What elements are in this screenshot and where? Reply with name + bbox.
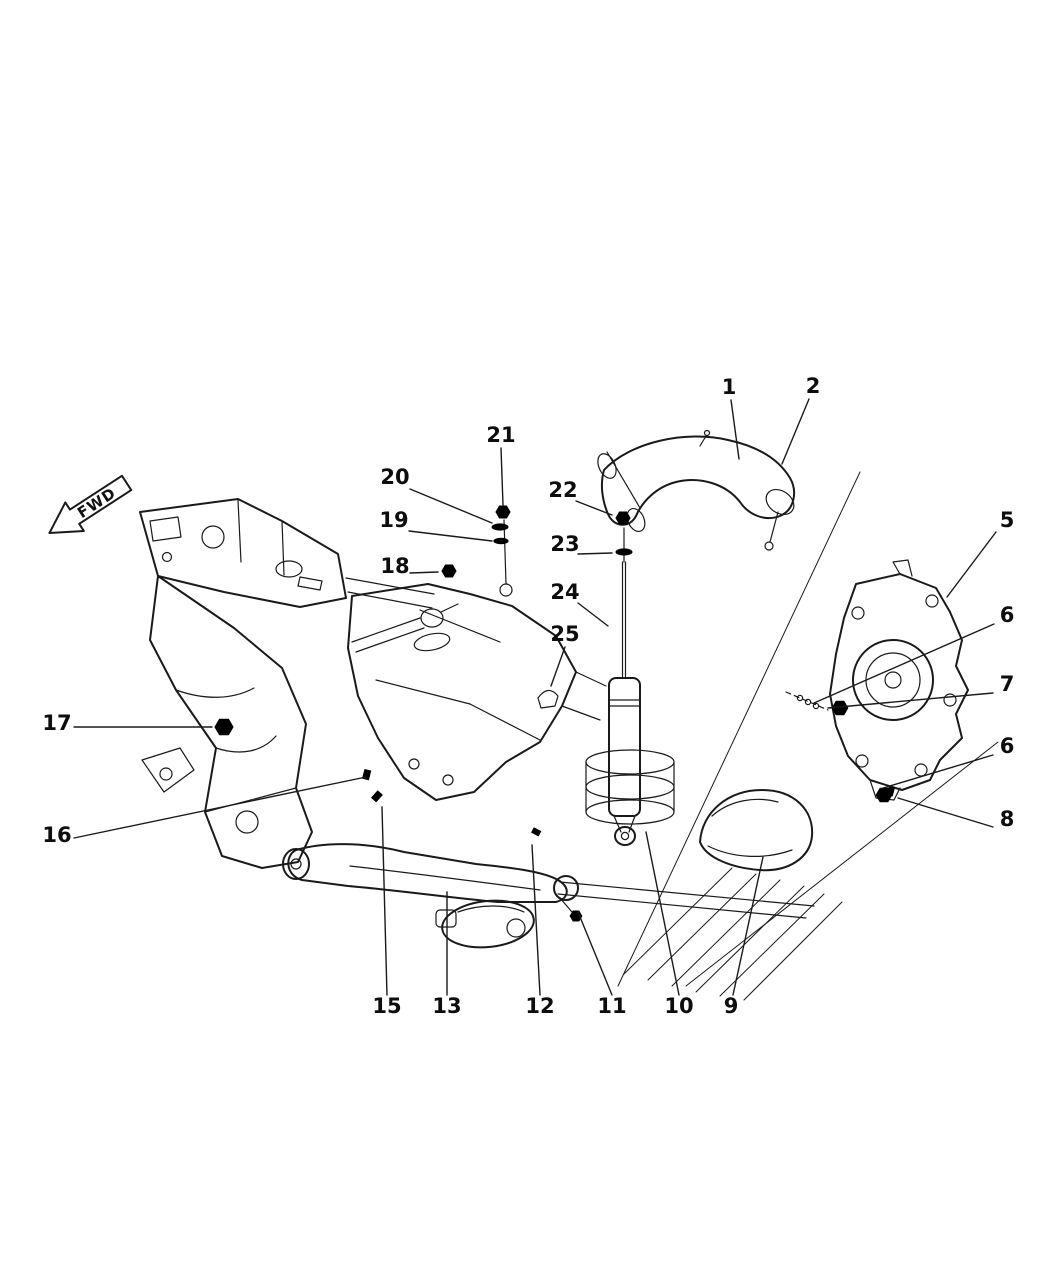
- upper-control-arm: [597, 429, 796, 551]
- callout-10: 10: [664, 994, 693, 1018]
- shock-lower-eye: [614, 826, 636, 846]
- steering-gear: [435, 899, 535, 949]
- callout-16: 16: [42, 823, 71, 847]
- coil-spring: [585, 749, 675, 825]
- nut-item-21: [495, 505, 511, 519]
- leader-line-10: [645, 831, 680, 996]
- leader-line-23: [577, 552, 613, 555]
- callout-2: 2: [806, 374, 821, 398]
- leader-line-20: [409, 488, 493, 524]
- washer-item-20: [491, 523, 509, 531]
- callout-11: 11: [597, 994, 626, 1018]
- callout-13: 13: [432, 994, 461, 1018]
- shock-absorber: [608, 527, 641, 846]
- steering-knuckle: [785, 559, 969, 801]
- callout-21: 21: [486, 423, 515, 447]
- bolt-item-12: [520, 827, 542, 857]
- leader-line-9: [732, 856, 764, 996]
- washer-item-23: [615, 548, 633, 556]
- leader-line-18: [409, 571, 439, 574]
- callout-20: 20: [380, 465, 409, 489]
- callout-22: 22: [548, 478, 577, 502]
- nut-item-17: [214, 718, 234, 736]
- hardware: [214, 505, 895, 922]
- torsion-bars: [557, 881, 815, 919]
- leader-line-8: [897, 797, 994, 828]
- leader-line-11: [577, 911, 613, 996]
- lower-control-arm: [282, 843, 579, 913]
- leader-line-19: [408, 530, 493, 542]
- arm-bushing: [282, 848, 310, 880]
- leader-line-24: [577, 602, 609, 627]
- callout-17: 17: [42, 711, 71, 735]
- callout-15: 15: [372, 994, 401, 1018]
- leader-line-21: [500, 447, 504, 506]
- washer-item-19: [493, 537, 509, 545]
- line-art: FWD: [48, 429, 999, 1001]
- hub-stud: [812, 702, 820, 710]
- bolt-item-16: [362, 768, 397, 787]
- callout-5: 5: [1000, 508, 1015, 532]
- callout-9: 9: [724, 994, 739, 1018]
- hub-bore: [852, 639, 934, 721]
- leader-line-5: [946, 531, 997, 598]
- spring-seat-bumper: [537, 689, 559, 709]
- bolt-item-15: [370, 790, 403, 820]
- leader-line-6: [813, 623, 995, 704]
- hub-stud: [804, 698, 812, 706]
- leader-line-16: [73, 776, 367, 839]
- leader-line-22: [575, 500, 613, 516]
- callout-23: 23: [550, 532, 579, 556]
- callout-8: 8: [1000, 807, 1015, 831]
- leader-line-1: [730, 399, 740, 460]
- construction-lines: [617, 471, 999, 987]
- leader-line-15: [381, 806, 388, 996]
- leader-line-6: [879, 754, 994, 790]
- callout-7: 7: [1000, 672, 1015, 696]
- leader-line-7: [827, 692, 994, 709]
- callout-1: 1: [722, 375, 737, 399]
- callout-12: 12: [525, 994, 554, 1018]
- hatch-lines: [623, 867, 843, 1001]
- splash-shield: [699, 789, 814, 872]
- crossmember-bracket: [347, 519, 607, 801]
- lower-ball-joint: [553, 875, 579, 901]
- callout-25: 25: [550, 622, 579, 646]
- leader-line-25: [550, 646, 566, 687]
- callout-6: 6: [1000, 603, 1015, 627]
- callout-24: 24: [550, 580, 579, 604]
- nut-item-18: [441, 564, 457, 578]
- callout-18: 18: [380, 554, 409, 578]
- leader-line-12: [531, 844, 541, 996]
- callout-6: 6: [1000, 734, 1015, 758]
- fwd-arrow-shape: [48, 474, 133, 535]
- steering-shaft: [351, 603, 459, 653]
- fwd-arrow: FWD: [48, 474, 133, 535]
- leader-line-2: [781, 398, 810, 465]
- fwd-arrow-label: FWD: [74, 484, 119, 522]
- callout-19: 19: [379, 508, 408, 532]
- hub-stud: [796, 694, 804, 702]
- upper-ball-joint: [765, 488, 795, 516]
